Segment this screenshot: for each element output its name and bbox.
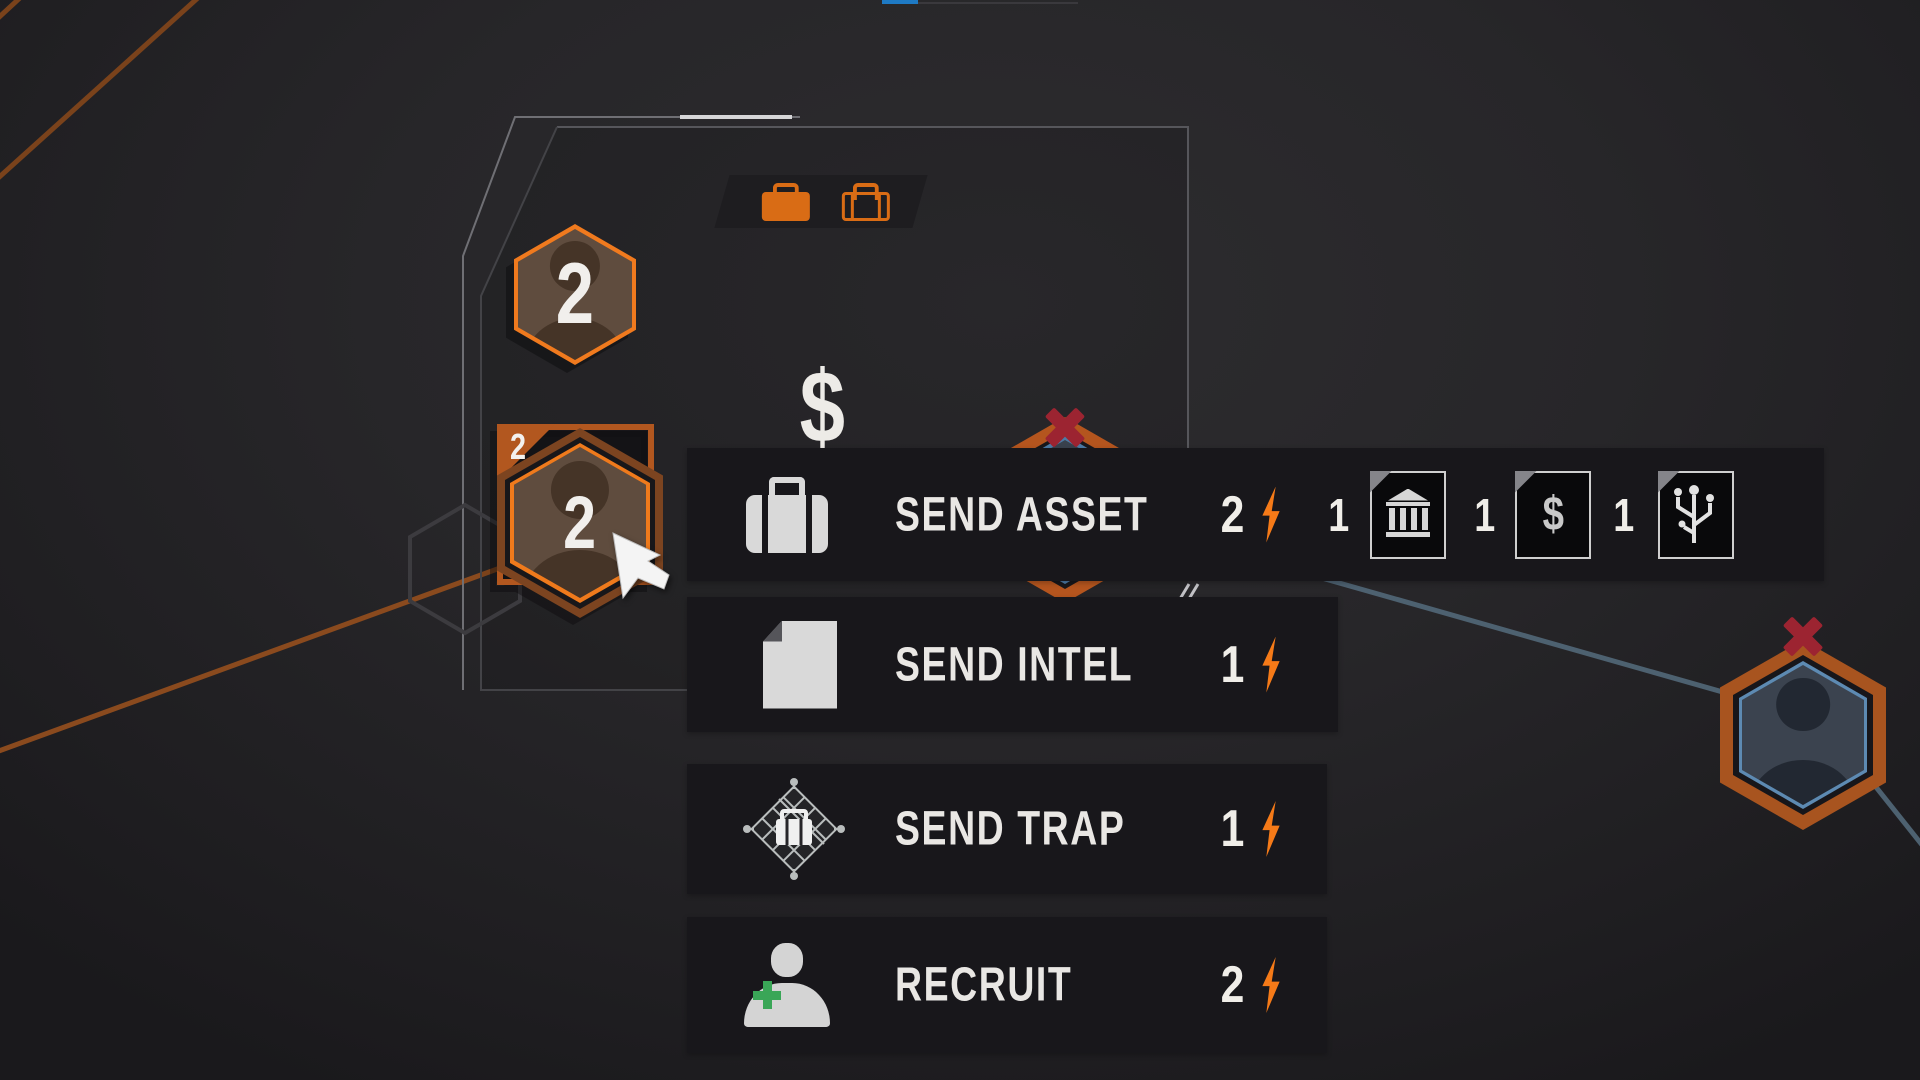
orange-connection-line bbox=[0, 565, 501, 754]
agent-silhouette bbox=[549, 240, 601, 291]
energy-cost-value: 2 bbox=[1220, 485, 1245, 544]
red-x-icon bbox=[1043, 406, 1087, 450]
enemy-silhouette bbox=[1776, 677, 1830, 732]
bank-document-icon bbox=[1370, 470, 1446, 559]
menu-item-label: RECRUIT bbox=[895, 958, 1073, 1012]
usb-document-count: 1 bbox=[1613, 488, 1635, 541]
orange-connection-line bbox=[0, 0, 22, 20]
border-break-slash bbox=[1178, 583, 1191, 600]
panel-border bbox=[557, 126, 1189, 449]
red-x-icon bbox=[1781, 615, 1825, 659]
usb-document-icon bbox=[1658, 470, 1734, 559]
enemy-hexagon[interactable] bbox=[1720, 640, 1886, 830]
menu-item-label: SEND INTEL bbox=[895, 638, 1134, 691]
energy-bolt-icon bbox=[1262, 957, 1280, 1013]
energy-bolt-icon bbox=[1262, 801, 1280, 857]
trap-icon bbox=[743, 778, 845, 880]
asset-type-toggle-bar bbox=[714, 175, 928, 228]
top-edge-line bbox=[918, 2, 1078, 4]
energy-cost-value: 1 bbox=[1220, 635, 1245, 694]
agent-count: 2 bbox=[563, 481, 597, 564]
dollar-document-icon: $ bbox=[1515, 470, 1591, 559]
bank-document-count: 1 bbox=[1328, 488, 1350, 541]
panel-decorative-outline bbox=[462, 116, 800, 690]
menu-item-recruit[interactable]: RECRUIT 2 bbox=[687, 917, 1327, 1053]
selection-badge-count: 2 bbox=[510, 426, 527, 467]
briefcase-outline-icon[interactable] bbox=[841, 183, 890, 221]
energy-cost-value: 1 bbox=[1220, 800, 1245, 858]
recruit-person-icon bbox=[744, 943, 830, 1027]
panel-border bbox=[480, 126, 688, 691]
agent-hexagon[interactable]: 2 bbox=[514, 224, 636, 365]
intel-paper-icon bbox=[763, 620, 837, 709]
orange-connection-line bbox=[0, 0, 200, 180]
menu-item-send-intel[interactable]: SEND INTEL 1 bbox=[687, 597, 1338, 732]
top-edge-blue-marker bbox=[882, 0, 918, 4]
energy-bolt-icon bbox=[1262, 486, 1280, 543]
menu-item-label: SEND TRAP bbox=[895, 802, 1126, 856]
energy-cost-value: 2 bbox=[1220, 956, 1245, 1014]
menu-item-label: SEND ASSET bbox=[895, 488, 1149, 541]
currency-symbol: $ bbox=[799, 349, 845, 464]
menu-item-send-asset[interactable]: SEND ASSET 2 1 1 $ 1 bbox=[687, 448, 1824, 581]
agent-silhouette bbox=[550, 460, 610, 519]
energy-bolt-icon bbox=[1262, 636, 1280, 693]
menu-item-send-trap[interactable]: SEND TRAP 1 bbox=[687, 764, 1327, 894]
briefcase-icon bbox=[746, 476, 828, 553]
agent-count: 2 bbox=[555, 246, 595, 342]
mouse-cursor bbox=[612, 532, 670, 600]
briefcase-filled-icon[interactable] bbox=[761, 183, 810, 221]
border-break-slash bbox=[1187, 583, 1200, 600]
dollar-document-count: 1 bbox=[1474, 488, 1496, 541]
